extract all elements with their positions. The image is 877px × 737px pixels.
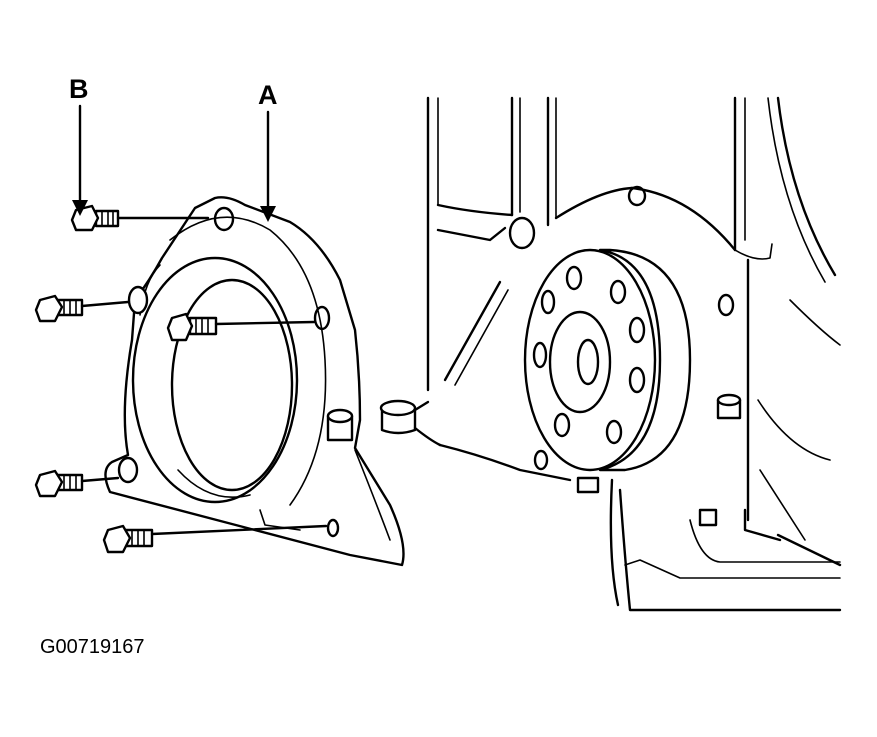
bolt-bottom bbox=[102, 524, 328, 554]
seal-retainer bbox=[104, 196, 405, 567]
callout-label-a: A bbox=[258, 80, 278, 110]
callout-arrow-a bbox=[260, 110, 276, 222]
bolt-left-lower bbox=[34, 469, 120, 498]
bolt-top bbox=[70, 204, 210, 232]
figure-id: G00719167 bbox=[40, 636, 145, 658]
bolt-center bbox=[166, 312, 316, 342]
crankshaft-flange bbox=[523, 248, 692, 472]
engine-block bbox=[379, 96, 842, 612]
callout-arrow-b bbox=[72, 104, 88, 216]
callout-label-b: B bbox=[69, 74, 89, 104]
bolt-left-upper bbox=[34, 294, 130, 323]
